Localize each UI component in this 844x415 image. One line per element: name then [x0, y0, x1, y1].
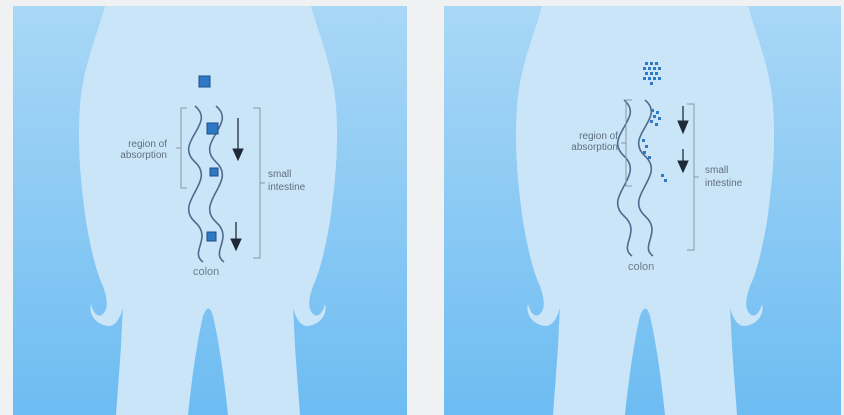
left-diagram-panel: region of absorption small intestine col… [13, 6, 407, 415]
intestine-label-line1: small [705, 165, 728, 176]
tablet-particle [207, 232, 216, 241]
region-label-line2: absorption [120, 150, 167, 161]
region-label-line1: region of [128, 139, 167, 150]
tablet-particle [199, 76, 210, 87]
right-diagram-panel: region of absorption small intestine col… [444, 6, 841, 415]
left-diagram: region of absorption small intestine col… [13, 6, 407, 415]
tablet-particle [210, 168, 218, 176]
intestine-label-line2: intestine [705, 178, 743, 189]
right-diagram: region of absorption small intestine col… [444, 6, 841, 415]
tablet-particle [207, 123, 218, 134]
region-label-line1: region of [579, 131, 618, 142]
colon-label: colon [628, 261, 654, 273]
colon-label: colon [193, 266, 219, 278]
region-label-line2: absorption [571, 142, 618, 153]
intestine-label-line1: small [268, 169, 291, 180]
intestine-label-line2: intestine [268, 182, 306, 193]
